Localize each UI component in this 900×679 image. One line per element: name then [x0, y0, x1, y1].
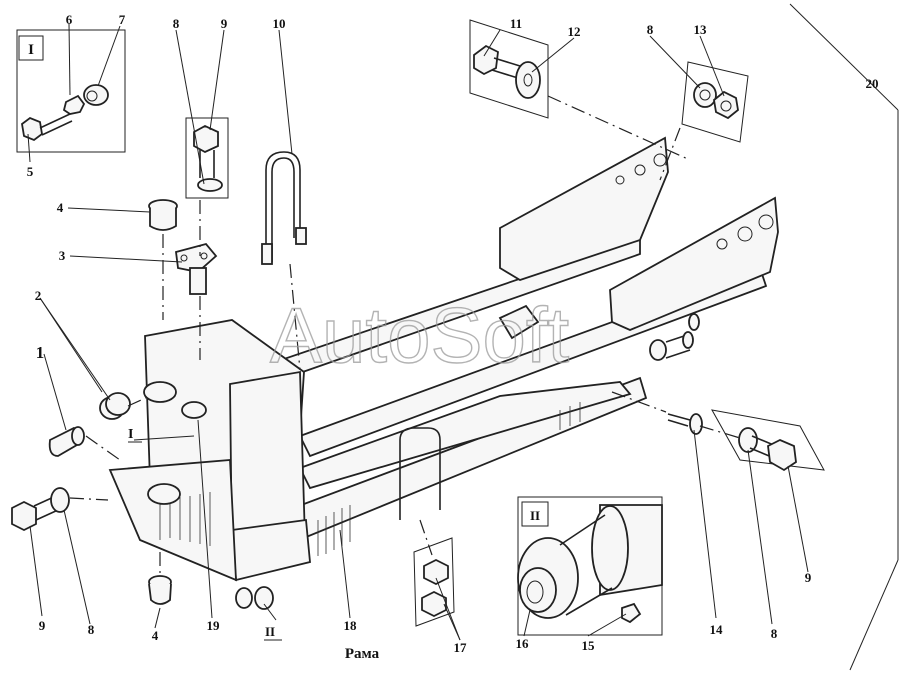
- callout-3: 3: [59, 248, 66, 263]
- assembly-lines: [69, 95, 741, 578]
- detail-inset-II: II: [517, 496, 663, 636]
- callout-20: 20: [866, 76, 879, 91]
- callout-12: 12: [568, 24, 581, 39]
- view-mark-I: I: [128, 427, 133, 442]
- bolt-9-right-group: [711, 409, 825, 472]
- callout-18: 18: [344, 618, 358, 633]
- callout-4-bottom: 4: [152, 628, 159, 643]
- diagram-title: Рама: [344, 646, 380, 662]
- nuts-17-group: [413, 537, 455, 627]
- inset-II-label: II: [530, 508, 540, 523]
- callout-7: 7: [119, 12, 126, 27]
- callout-8-top: 8: [173, 16, 180, 31]
- hardware-group-11-12: [469, 19, 549, 119]
- callout-8-right-top: 8: [647, 22, 654, 37]
- sheet-border: [789, 3, 899, 671]
- bolt-9-top-group: [185, 117, 229, 199]
- view-marks: I II: [128, 427, 282, 641]
- callout-8-right: 8: [771, 626, 778, 641]
- callout-9-right: 9: [805, 570, 812, 585]
- bolt-9-left-group: [11, 487, 70, 532]
- bushing-4-bottom: [148, 575, 172, 605]
- callout-16: 16: [516, 636, 530, 651]
- callout-13: 13: [694, 22, 708, 37]
- hardware-group-8-13: [681, 61, 749, 143]
- callout-6: 6: [66, 12, 73, 27]
- callout-19: 19: [207, 618, 221, 633]
- u-bolt-10: [261, 151, 307, 265]
- view-mark-II: II: [265, 624, 275, 639]
- callout-4-top: 4: [57, 200, 64, 215]
- callout-2: 2: [35, 288, 42, 303]
- pin-14: [667, 413, 703, 435]
- bushing-4-top: [148, 199, 178, 231]
- washers-2: [99, 392, 131, 420]
- callout-8-left: 8: [88, 622, 95, 637]
- watermark: AutoSoft: [270, 291, 570, 379]
- pin-1: [48, 426, 85, 457]
- callout-17: 17: [454, 640, 468, 655]
- callout-1: 1: [36, 343, 45, 362]
- callout-9-top: 9: [221, 16, 228, 31]
- callout-15: 15: [582, 638, 596, 653]
- pin-3: [175, 242, 218, 295]
- detail-inset-I: I: [16, 29, 126, 153]
- callout-10: 10: [273, 16, 286, 31]
- callout-14: 14: [710, 622, 724, 637]
- leader-lines: [27, 23, 809, 641]
- callout-9-left: 9: [39, 618, 46, 633]
- inset-I-label: I: [28, 42, 34, 58]
- callout-numbers: 5 6 7 8 9 10 11 12 8 13 20 4 3 2 1 9 8 4…: [27, 12, 879, 655]
- callout-11: 11: [510, 16, 522, 31]
- callout-5: 5: [27, 164, 34, 179]
- main-frame-body: [108, 136, 779, 610]
